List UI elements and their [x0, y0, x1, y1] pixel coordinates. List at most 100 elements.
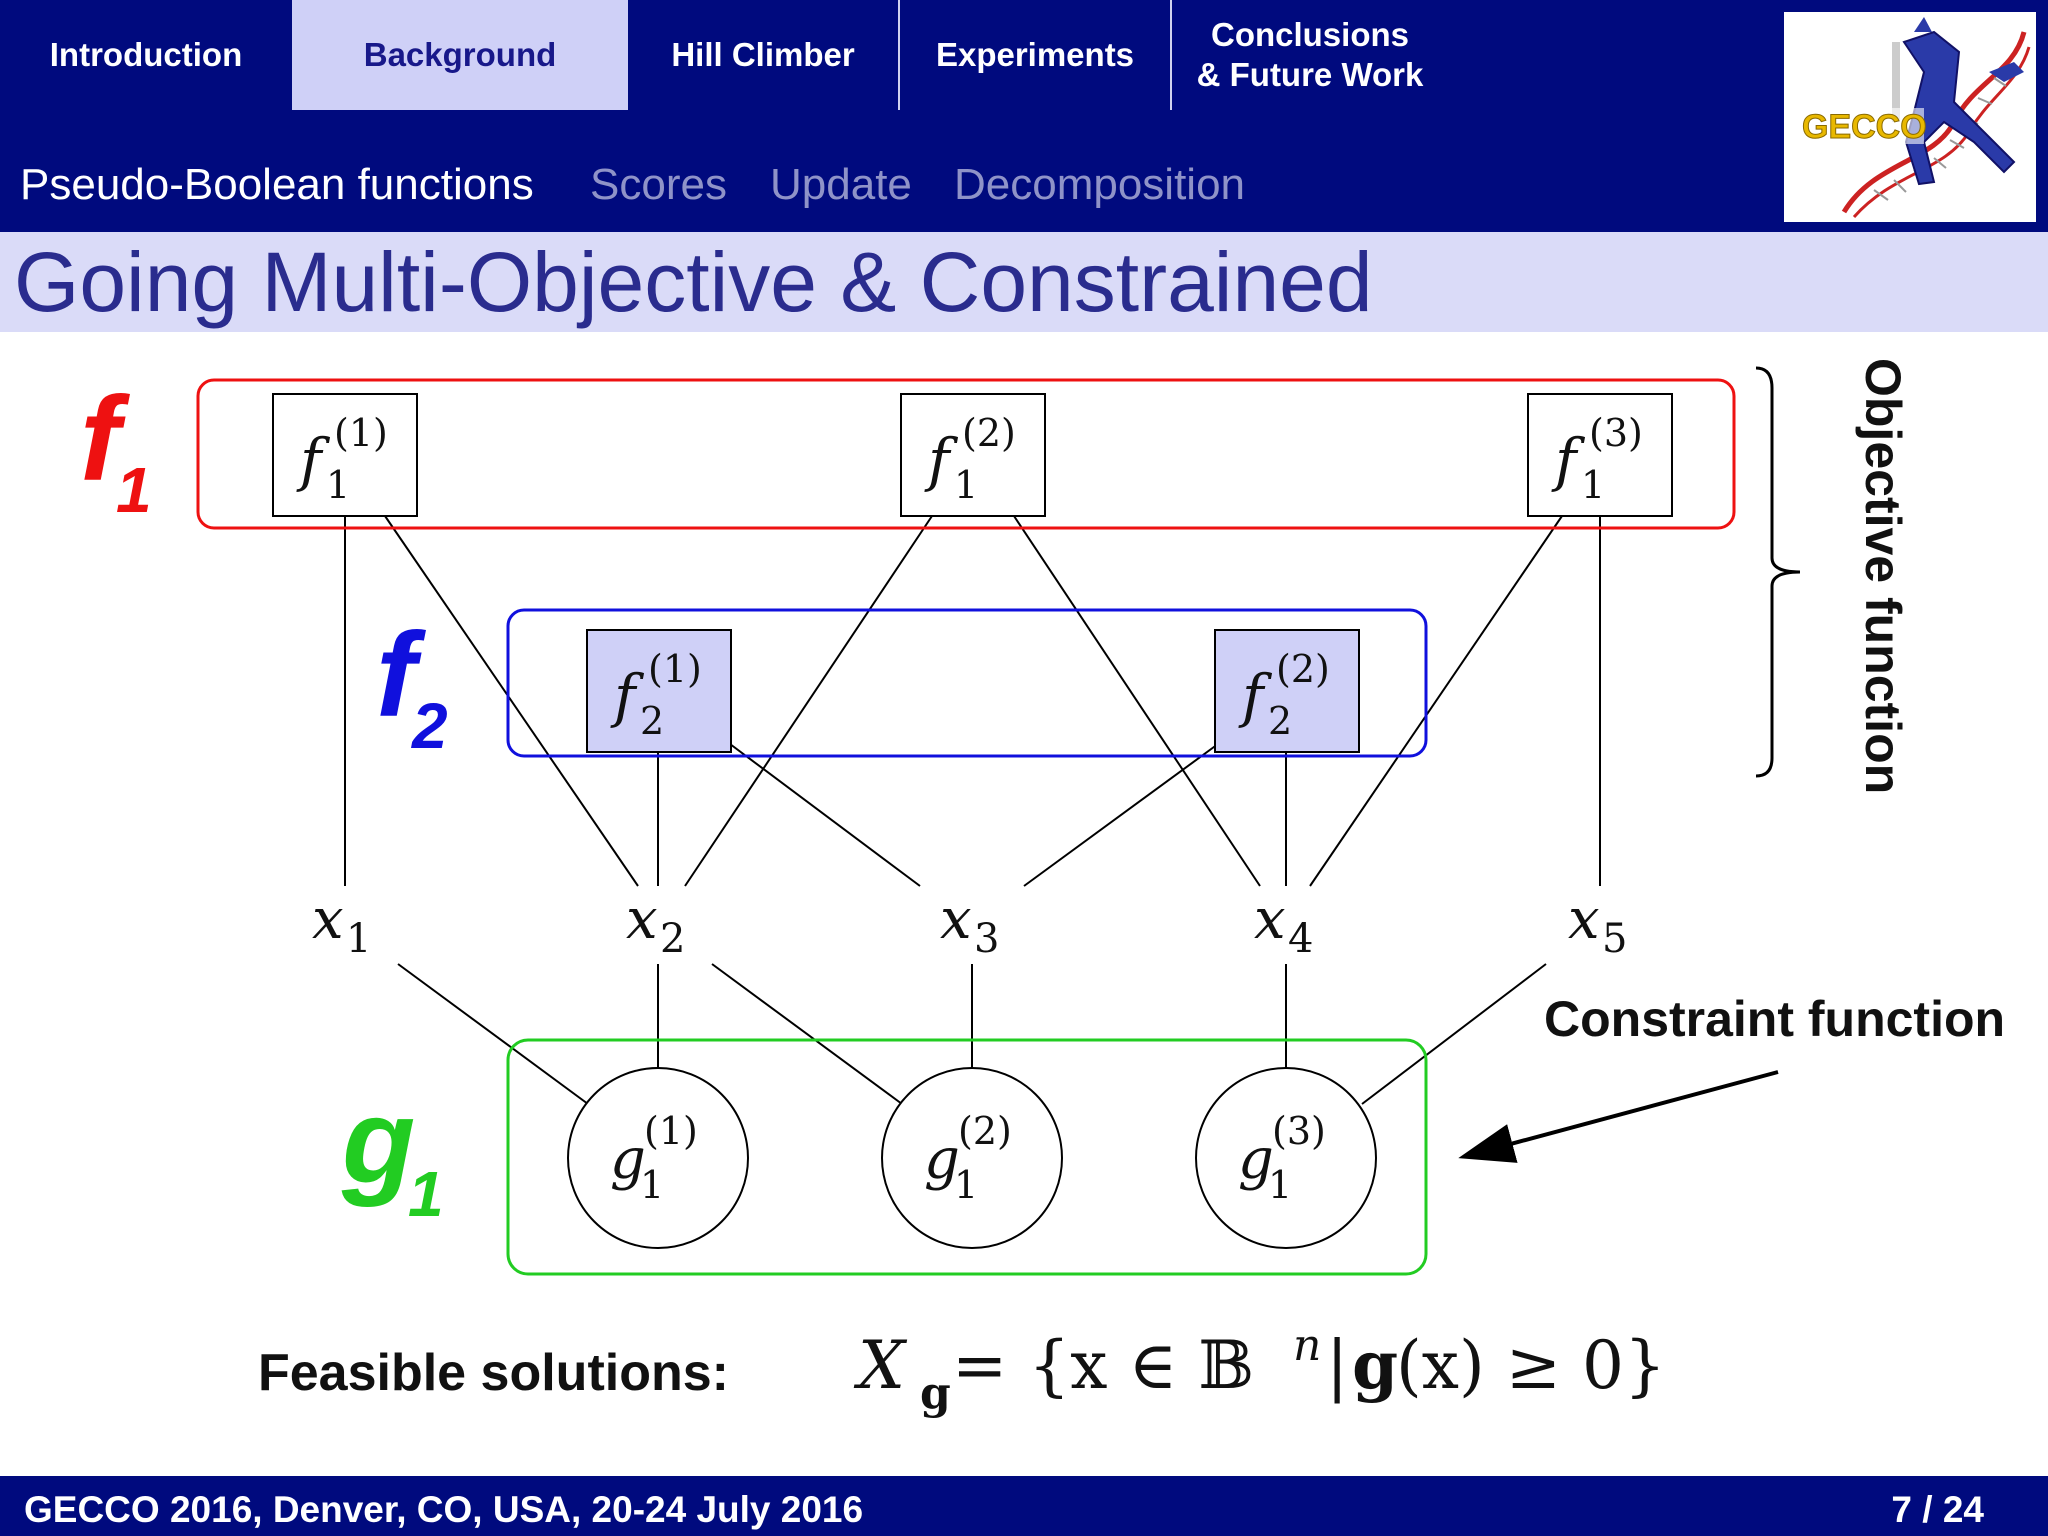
variable-x3: x 3	[940, 887, 999, 962]
f2-factor-2: f 2 (2)	[1214, 629, 1360, 753]
subnav-label: Scores	[590, 160, 727, 209]
variable-sub: 4	[1288, 916, 1313, 962]
variable-base: x	[1254, 887, 1286, 952]
factor-sub: 1	[640, 1163, 664, 1207]
edge	[1361, 963, 1547, 1105]
factor-sub: 1	[1268, 1163, 1292, 1207]
factor-box	[900, 393, 1046, 517]
subnav-label: Pseudo-Boolean functions	[20, 160, 534, 209]
factor-circle	[567, 1067, 749, 1249]
page-counter: 7 / 24	[1891, 1489, 1984, 1531]
factor-sup: (2)	[962, 411, 1016, 455]
variable-sub: 5	[1602, 916, 1627, 962]
factor-sub: 2	[1268, 699, 1292, 743]
f1-factor-1: f 1 (1)	[272, 393, 418, 517]
g1-group-outline	[506, 1038, 1428, 1276]
subnav-label: Update	[770, 160, 912, 209]
edge	[729, 743, 921, 887]
f1-factor-3: f 1 (3)	[1527, 393, 1673, 517]
factor-base: g	[610, 1127, 646, 1192]
edge	[1023, 743, 1219, 887]
nav-background-label: Background	[363, 36, 557, 73]
page-number: 7	[1891, 1489, 1912, 1530]
subnav-pseudo-boolean[interactable]: Pseudo-Boolean functions	[20, 160, 534, 210]
subnav-decomposition[interactable]: Decomposition	[954, 160, 1245, 210]
nav-background[interactable]: Background	[292, 0, 628, 110]
formula-part: = {x ∈ 𝔹	[952, 1327, 1254, 1404]
slide-title: Going Multi-Objective & Constrained	[14, 235, 1373, 329]
edge	[1309, 515, 1563, 887]
edges	[344, 515, 1601, 1105]
formula-x-sub: g	[920, 1368, 951, 1419]
formula-x: X	[853, 1327, 908, 1404]
edge	[684, 515, 933, 887]
factor-circle	[1195, 1067, 1377, 1249]
edge	[711, 963, 903, 1105]
variable-sub: 3	[974, 916, 999, 962]
footer-conference: GECCO 2016, Denver, CO, USA, 20-24 July …	[24, 1489, 864, 1530]
factor-circle	[881, 1067, 1063, 1249]
nav-divider	[1170, 0, 1172, 110]
nav-hill-climber-label: Hill Climber	[671, 36, 855, 73]
edge	[397, 963, 589, 1105]
factor-graph-diagram: f 1 f 1 (1) f 1 (2) f 1 (3) f 2 f 2 (1) …	[80, 358, 2005, 1419]
page-total: / 24	[1922, 1489, 1984, 1530]
variable-x2: x 2	[626, 887, 685, 962]
constraint-function-label: Constraint function	[1544, 991, 2005, 1047]
factor-sub: 1	[1581, 463, 1605, 507]
f1-group-outline	[196, 378, 1736, 530]
formula-g: g	[1352, 1326, 1398, 1404]
variable-sub: 2	[660, 916, 685, 962]
f2-factor-1: f 2 (1)	[586, 629, 732, 753]
variable-x1: x 1	[312, 887, 371, 962]
variable-x5: x 5	[1568, 887, 1627, 962]
formula-part: (x) ≥ 0}	[1396, 1327, 1666, 1404]
variable-base: x	[312, 887, 344, 952]
factor-box	[1214, 629, 1360, 753]
nav-experiments[interactable]: Experiments	[900, 0, 1170, 110]
feasible-formula: X g = {x ∈ 𝔹 n | g (x) ≥ 0}	[853, 1320, 1666, 1419]
g1-group-label: g 1	[341, 1074, 444, 1230]
variable-base: x	[940, 887, 972, 952]
g1-factor-1: g 1 (1)	[567, 1067, 749, 1249]
logo-text: GECCO	[1802, 108, 1927, 146]
factor-sub: 1	[954, 1163, 978, 1207]
gecco-logo: GECCO	[1784, 12, 2036, 222]
nav-hill-climber[interactable]: Hill Climber	[628, 0, 898, 110]
variable-x4: x 4	[1254, 887, 1313, 962]
f1-label-sub: 1	[116, 454, 152, 526]
objective-bracket	[1755, 366, 1801, 778]
variable-base: x	[626, 887, 658, 952]
f2-label-sub: 2	[411, 690, 448, 762]
nav-conclusions-label-line2: & Future Work	[1196, 56, 1424, 93]
factor-sup: (1)	[648, 647, 702, 691]
factor-sup: (2)	[958, 1109, 1012, 1153]
subnav-scores[interactable]: Scores	[590, 160, 727, 210]
factor-box	[1527, 393, 1673, 517]
factor-box	[586, 629, 732, 753]
edge	[1013, 515, 1261, 887]
variable-base: x	[1568, 887, 1600, 952]
factor-sup: (3)	[1272, 1109, 1326, 1153]
g1-label-sub: 1	[408, 1158, 444, 1230]
f1-factor-2: f 1 (2)	[900, 393, 1046, 517]
objective-function-label: Objective function	[1855, 358, 1911, 794]
nav-experiments-label: Experiments	[935, 36, 1135, 73]
nav-conclusions[interactable]: Conclusions & Future Work	[1172, 0, 1448, 110]
nav-divider	[898, 0, 900, 110]
factor-base: g	[924, 1127, 960, 1192]
f1-group-label: f 1	[80, 372, 152, 526]
nav-conclusions-label-line1: Conclusions	[1210, 16, 1410, 53]
factor-sub: 2	[640, 699, 664, 743]
subnav-update[interactable]: Update	[770, 160, 912, 210]
factor-box	[272, 393, 418, 517]
factor-base: g	[1238, 1127, 1274, 1192]
nav-introduction[interactable]: Introduction	[0, 0, 292, 110]
formula-part: |	[1326, 1327, 1348, 1404]
g1-label: g	[341, 1074, 415, 1208]
factor-sup: (3)	[1589, 411, 1643, 455]
constraint-arrow	[1458, 1070, 1779, 1163]
factor-sub: 1	[326, 463, 350, 507]
feasible-solutions-label: Feasible solutions:	[258, 1344, 729, 1402]
formula-n: n	[1293, 1320, 1321, 1371]
